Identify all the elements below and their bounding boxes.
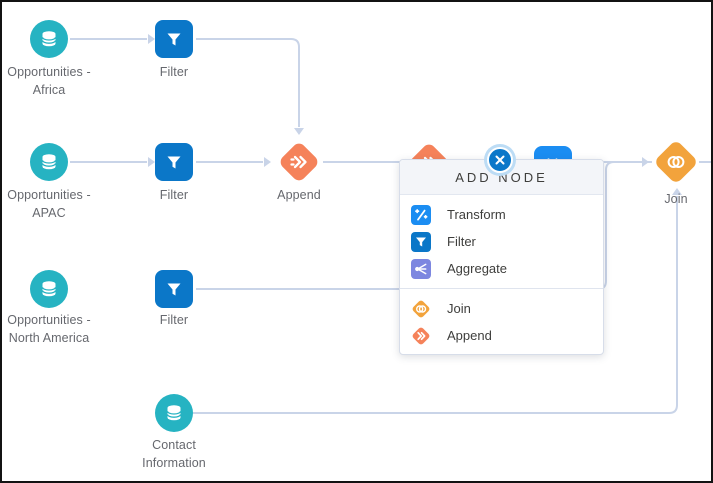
menu-item-label: Join [447, 301, 471, 316]
filter-node-shape [155, 20, 193, 58]
aggregate-icon [411, 258, 431, 279]
node-label-opportunities-apac: Opportunities - APAC [2, 186, 109, 222]
menu-item-transform[interactable]: Transform [400, 201, 603, 228]
add-node-popup: ADD NODE Transform Filter [399, 159, 604, 355]
add-node-popup-title: ADD NODE [400, 160, 603, 195]
dataset-node-shape [30, 20, 68, 58]
node-filter-north-america[interactable] [155, 270, 193, 308]
filter-node-shape [155, 270, 193, 308]
edge-filter-to-append-corner [196, 38, 300, 127]
label-line: Information [142, 456, 206, 470]
node-dataset-opportunities-north-america[interactable] [30, 270, 68, 308]
database-icon [41, 31, 57, 47]
node-label-join: Join [616, 190, 711, 208]
label-line: Filter [159, 65, 189, 79]
append-icon [290, 155, 307, 169]
menu-item-label: Aggregate [447, 261, 507, 276]
menu-item-filter[interactable]: Filter [400, 228, 603, 255]
arrowhead [294, 128, 304, 135]
node-label-opportunities-africa: Opportunities - Africa [2, 63, 109, 99]
arrowhead [672, 188, 682, 195]
arrowhead [148, 34, 155, 44]
join-icon [412, 300, 430, 317]
menu-divider [400, 288, 603, 289]
close-icon [495, 155, 505, 165]
arrowhead [264, 157, 271, 167]
label-line: APAC [32, 206, 66, 220]
add-node-popup-items: Transform Filter [400, 195, 603, 351]
node-join[interactable] [653, 139, 699, 185]
arrowhead [148, 157, 155, 167]
join-icon [667, 156, 685, 168]
label-line: North America [8, 331, 90, 345]
filter-icon [167, 33, 181, 46]
menu-item-label: Filter [447, 234, 476, 249]
node-label-contact-information: Contact Information [114, 436, 234, 472]
transform-icon [411, 204, 431, 225]
menu-item-label: Append [447, 328, 492, 343]
dataset-node-shape [30, 143, 68, 181]
label-line: Africa [32, 83, 66, 97]
node-label-filter-africa: Filter [114, 63, 234, 81]
filter-node-shape [155, 143, 193, 181]
database-icon [41, 281, 57, 297]
dataset-node-shape [155, 394, 193, 432]
filter-icon [167, 156, 181, 169]
database-icon [166, 405, 182, 421]
node-append[interactable] [277, 140, 321, 184]
node-dataset-contact-information[interactable] [155, 394, 193, 432]
append-icon [412, 327, 430, 344]
label-line: Opportunities - [7, 313, 91, 327]
filter-icon [411, 231, 431, 252]
filter-icon [167, 283, 181, 296]
node-filter-apac[interactable] [155, 143, 193, 181]
label-line: Join [664, 192, 688, 206]
node-label-filter-apac: Filter [114, 186, 234, 204]
database-icon [41, 154, 57, 170]
node-filter-africa[interactable] [155, 20, 193, 58]
label-line: Contact [152, 438, 196, 452]
dataset-node-shape [30, 270, 68, 308]
arrowhead [642, 157, 649, 167]
node-label-append: Append [239, 186, 359, 204]
menu-item-label: Transform [447, 207, 506, 222]
label-line: Filter [159, 188, 189, 202]
label-line: Opportunities - [7, 65, 91, 79]
edge-contact-to-join [193, 196, 678, 414]
node-dataset-opportunities-africa[interactable] [30, 20, 68, 58]
node-label-filter-north-america: Filter [114, 311, 234, 329]
label-line: Filter [159, 313, 189, 327]
label-line: Opportunities - [7, 188, 91, 202]
label-line: Append [277, 188, 321, 202]
menu-item-join[interactable]: Join [400, 295, 603, 322]
node-dataset-opportunities-apac[interactable] [30, 143, 68, 181]
node-label-opportunities-north-america: Opportunities - North America [2, 311, 109, 347]
close-add-node-button[interactable] [487, 147, 513, 173]
menu-item-append[interactable]: Append [400, 322, 603, 349]
menu-item-aggregate[interactable]: Aggregate [400, 255, 603, 282]
